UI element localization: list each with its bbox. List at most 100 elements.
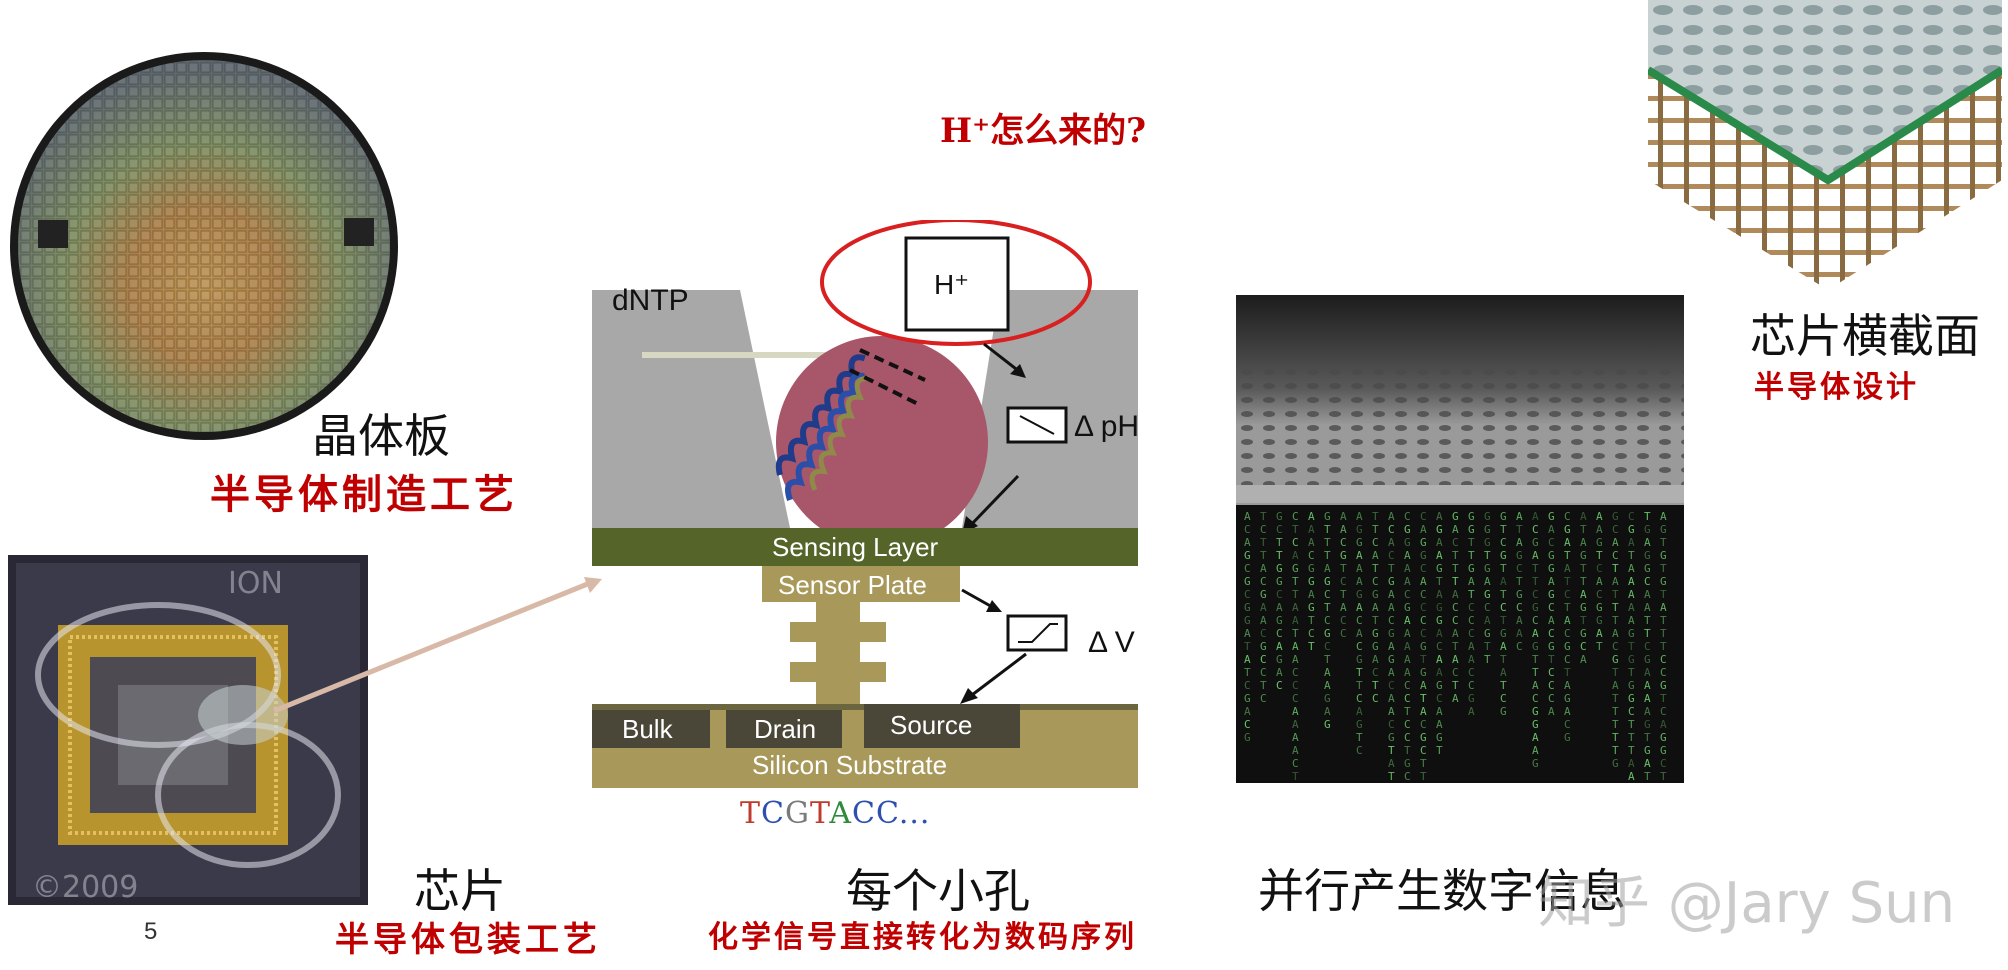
svg-text:G: G — [1468, 523, 1475, 536]
svg-text:A: A — [1404, 640, 1411, 653]
svg-text:G: G — [1484, 588, 1491, 601]
svg-text:C: C — [1420, 601, 1427, 614]
svg-text:G: G — [1612, 757, 1619, 770]
svg-text:A: A — [1260, 614, 1267, 627]
svg-text:T: T — [1612, 705, 1619, 718]
svg-text:C: C — [1420, 744, 1427, 757]
svg-text:T: T — [1260, 510, 1267, 523]
svg-text:A: A — [1596, 627, 1603, 640]
svg-text:C: C — [1340, 614, 1347, 627]
svg-text:T: T — [1372, 614, 1379, 627]
svg-text:C: C — [1468, 627, 1475, 640]
svg-text:T: T — [1500, 523, 1507, 536]
svg-text:A: A — [1388, 510, 1395, 523]
svg-text:C: C — [1388, 718, 1395, 731]
svg-text:A: A — [1532, 510, 1539, 523]
svg-text:T: T — [1564, 575, 1571, 588]
svg-text:G: G — [1436, 562, 1443, 575]
svg-text:A: A — [1388, 666, 1395, 679]
svg-text:T: T — [1484, 549, 1491, 562]
svg-text:G: G — [1404, 523, 1411, 536]
svg-text:A: A — [1356, 562, 1363, 575]
svg-text:A: A — [1388, 692, 1395, 705]
svg-text:C: C — [1548, 627, 1555, 640]
svg-text:G: G — [1372, 588, 1379, 601]
svg-text:T: T — [1420, 770, 1427, 783]
svg-text:A: A — [1292, 549, 1299, 562]
svg-text:G: G — [1484, 536, 1491, 549]
dntp-label: dNTP — [612, 284, 689, 317]
svg-text:A: A — [1516, 627, 1523, 640]
svg-text:G: G — [1548, 588, 1555, 601]
svg-text:A: A — [1324, 562, 1331, 575]
svg-text:C: C — [1292, 510, 1299, 523]
svg-text:C: C — [1660, 705, 1667, 718]
svg-text:A: A — [1356, 510, 1363, 523]
svg-text:T: T — [1612, 588, 1619, 601]
svg-text:A: A — [1356, 575, 1363, 588]
svg-text:A: A — [1436, 666, 1443, 679]
svg-text:T: T — [1276, 536, 1283, 549]
svg-text:A: A — [1596, 523, 1603, 536]
svg-text:G: G — [1436, 523, 1443, 536]
svg-text:T: T — [1644, 770, 1651, 783]
svg-text:A: A — [1548, 614, 1555, 627]
svg-text:G: G — [1340, 549, 1347, 562]
sequence-letter: T — [740, 796, 762, 831]
chip-to-well-arrow — [273, 577, 602, 714]
svg-text:G: G — [1532, 718, 1539, 731]
well-subtitle: 化学信号直接转化为数码序列 — [708, 920, 1137, 955]
sequence-letter: ... — [898, 796, 931, 831]
svg-text:T: T — [1500, 562, 1507, 575]
svg-text:T: T — [1372, 510, 1379, 523]
svg-text:A: A — [1468, 653, 1475, 666]
svg-text:T: T — [1436, 744, 1443, 757]
svg-text:A: A — [1436, 510, 1443, 523]
svg-text:G: G — [1276, 510, 1283, 523]
svg-text:A: A — [1644, 705, 1651, 718]
svg-text:T: T — [1372, 523, 1379, 536]
svg-text:G: G — [1388, 731, 1395, 744]
svg-text:C: C — [1276, 523, 1283, 536]
svg-text:G: G — [1452, 510, 1459, 523]
svg-text:T: T — [1628, 549, 1635, 562]
svg-text:A: A — [1516, 510, 1523, 523]
svg-text:G: G — [1532, 536, 1539, 549]
svg-text:C: C — [1468, 679, 1475, 692]
svg-text:T: T — [1292, 627, 1299, 640]
svg-text:C: C — [1324, 614, 1331, 627]
svg-text:T: T — [1644, 614, 1651, 627]
svg-text:T: T — [1468, 588, 1475, 601]
svg-text:C: C — [1452, 536, 1459, 549]
svg-text:C: C — [1388, 523, 1395, 536]
svg-text:A: A — [1644, 601, 1651, 614]
svg-text:G: G — [1612, 653, 1619, 666]
svg-text:A: A — [1308, 523, 1315, 536]
svg-text:C: C — [1660, 757, 1667, 770]
svg-text:G: G — [1644, 744, 1651, 757]
svg-text:G: G — [1660, 679, 1667, 692]
svg-text:C: C — [1292, 757, 1299, 770]
svg-text:G: G — [1580, 627, 1587, 640]
svg-text:A: A — [1628, 770, 1635, 783]
svg-text:C: C — [1356, 614, 1363, 627]
svg-text:T: T — [1276, 549, 1283, 562]
svg-text:C: C — [1436, 692, 1443, 705]
svg-text:G: G — [1324, 575, 1331, 588]
svg-text:C: C — [1452, 601, 1459, 614]
svg-text:C: C — [1260, 523, 1267, 536]
sensor-diagram: dNTP H⁺ Δ pH Δ V Sensing Layer Sensor Pl… — [590, 220, 1150, 840]
svg-text:A: A — [1356, 705, 1363, 718]
svg-text:A: A — [1260, 562, 1267, 575]
svg-text:A: A — [1340, 510, 1347, 523]
svg-text:C: C — [1516, 640, 1523, 653]
svg-text:A: A — [1276, 601, 1283, 614]
svg-text:A: A — [1564, 705, 1571, 718]
svg-text:A: A — [1644, 536, 1651, 549]
svg-text:G: G — [1532, 640, 1539, 653]
sequence-letter: C — [852, 796, 876, 831]
svg-text:A: A — [1596, 510, 1603, 523]
svg-text:T: T — [1452, 549, 1459, 562]
svg-text:T: T — [1660, 627, 1667, 640]
svg-text:G: G — [1644, 562, 1651, 575]
